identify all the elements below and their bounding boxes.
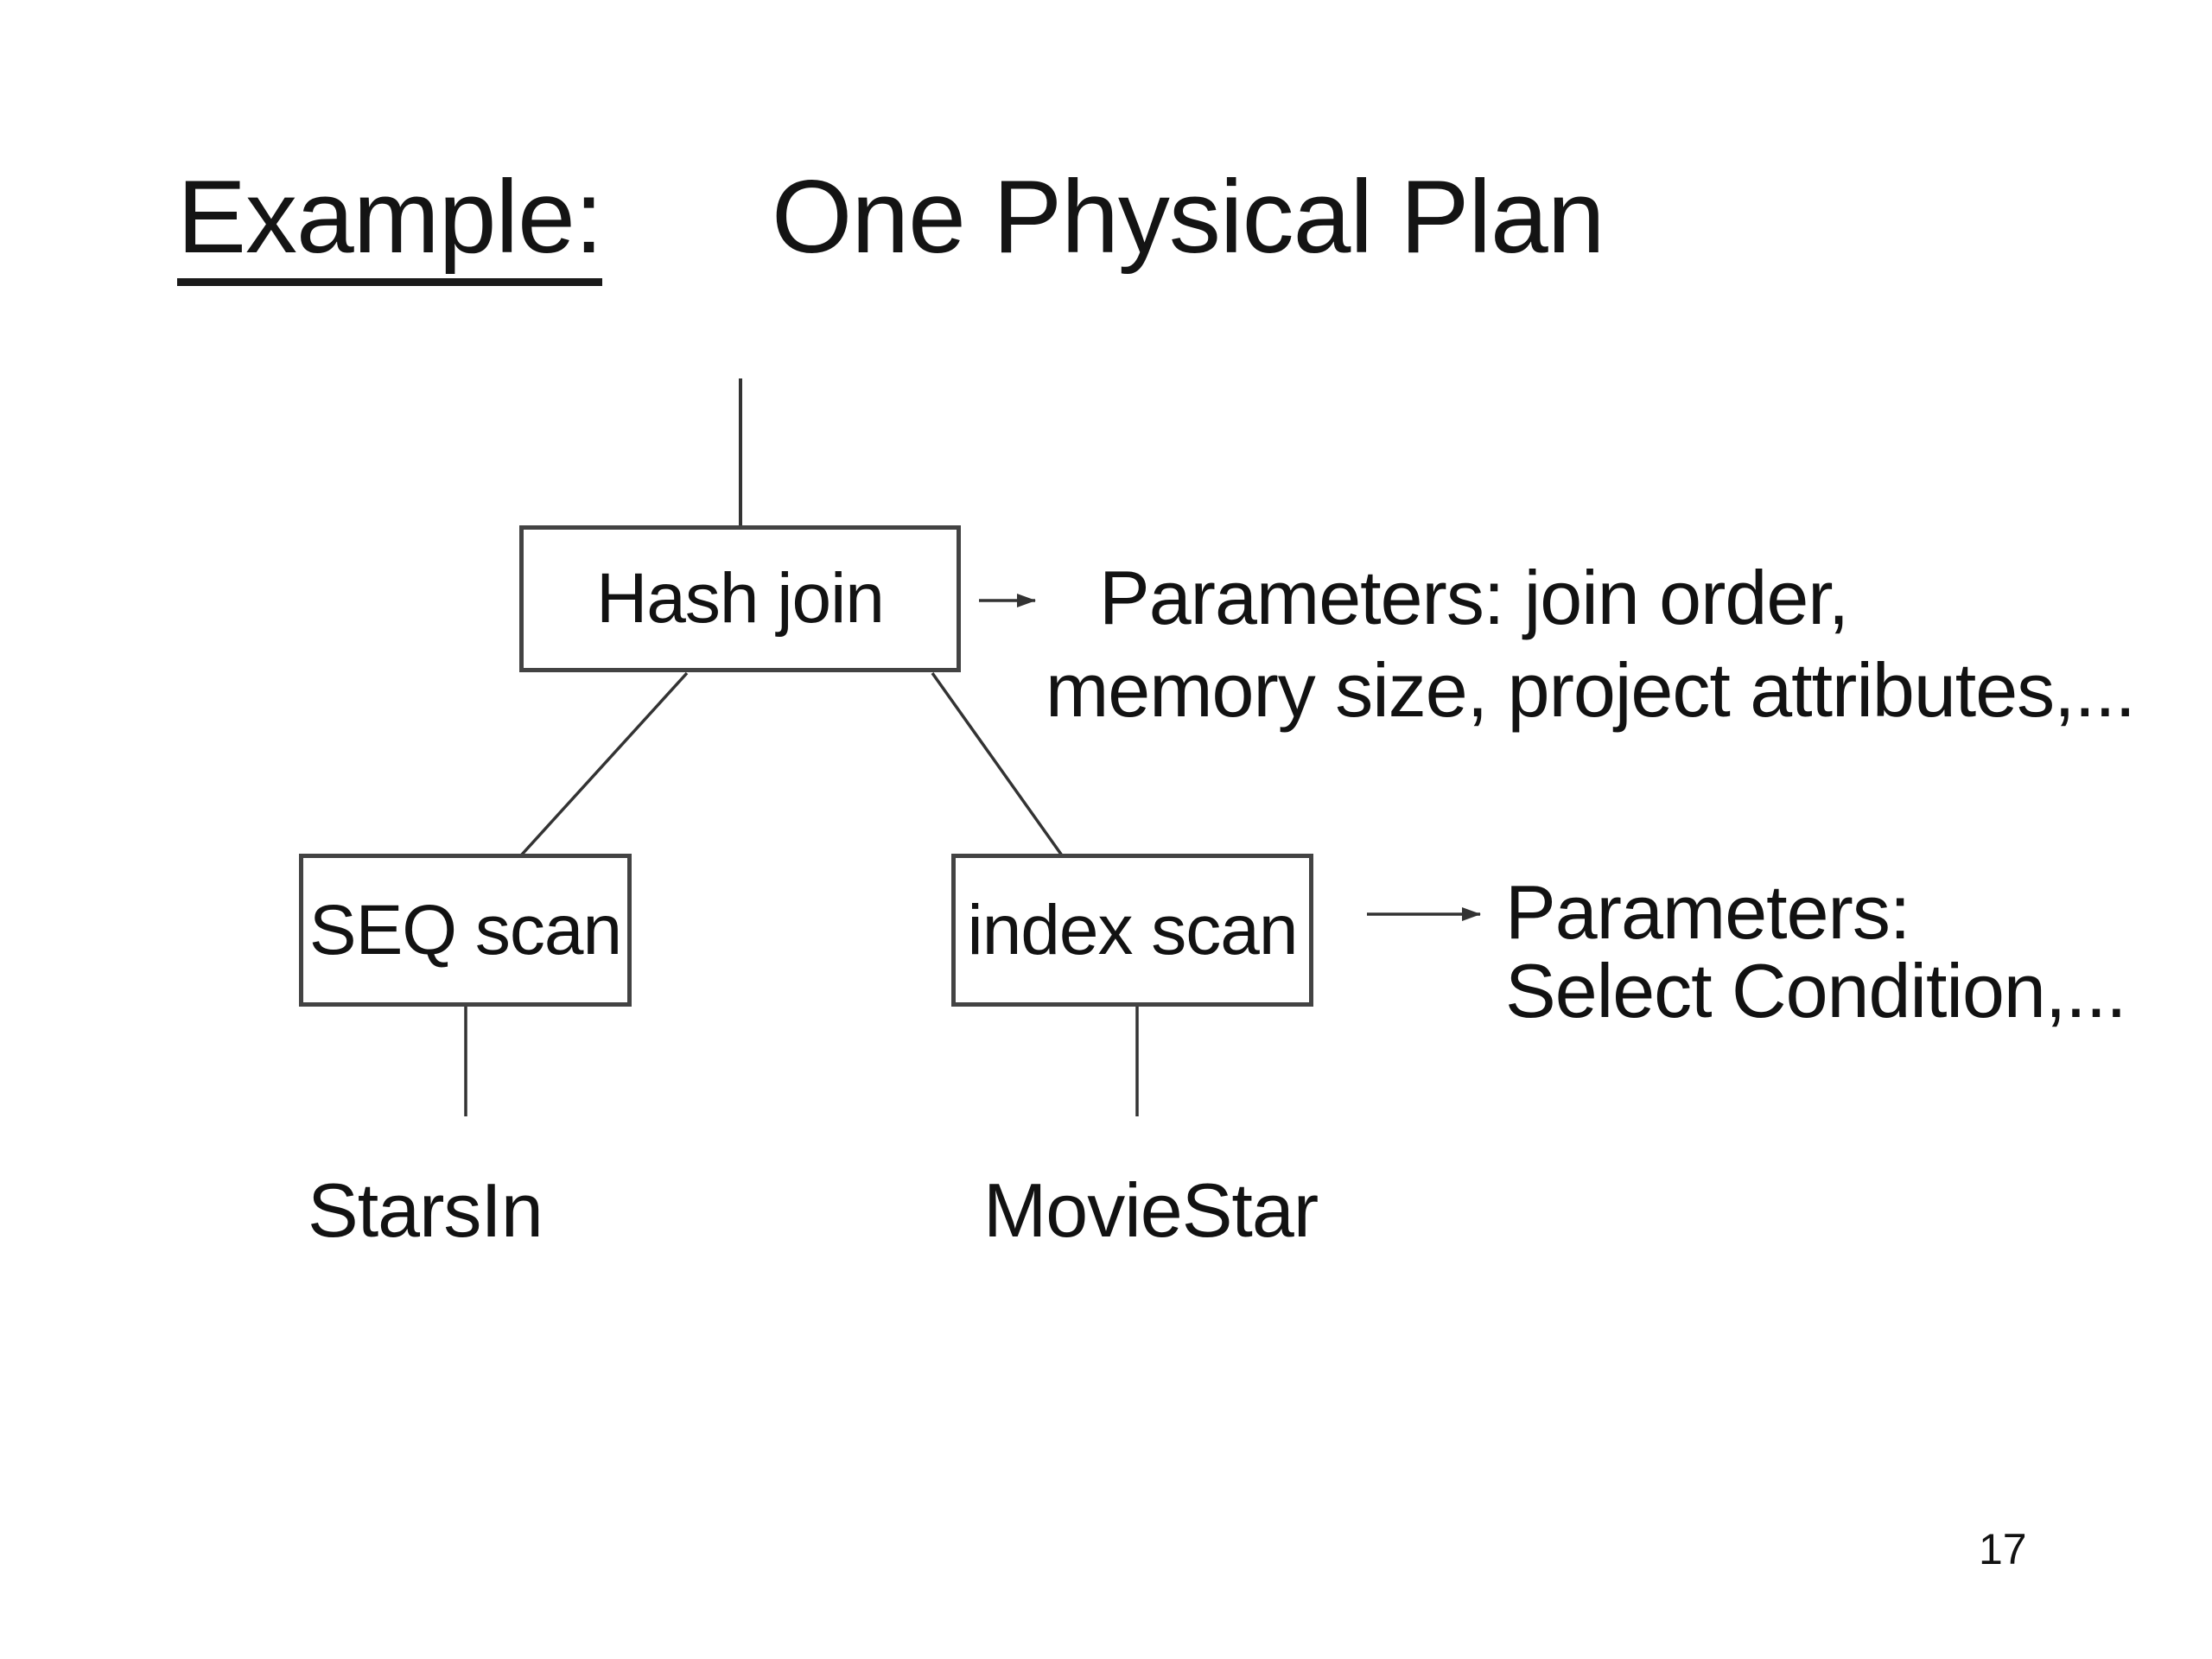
node-seq-scan-label: SEQ scan [308, 890, 622, 969]
node-seq-scan: SEQ scan [299, 854, 632, 1007]
index-scan-parameters-line2: Select Condition,... [1505, 948, 2127, 1033]
edge-hash-join-to-index-scan [931, 671, 1064, 857]
page-title-underlined: Example: [177, 157, 603, 286]
page-number: 17 [1979, 1525, 2027, 1573]
table-label-starsin: StarsIn [308, 1167, 543, 1253]
node-index-scan-label: index scan [967, 890, 1298, 969]
edge-hash-join-to-seq-scan [519, 671, 689, 857]
hash-join-parameters-line1: Parameters: join order, [1099, 555, 1849, 640]
node-hash-join: Hash join [519, 525, 961, 672]
node-hash-join-label: Hash join [596, 559, 885, 638]
node-index-scan: index scan [951, 854, 1313, 1007]
table-label-moviestar: MovieStar [983, 1167, 1319, 1253]
index-scan-parameters-line1: Parameters: [1505, 869, 1910, 955]
hash-join-parameters-line2: memory size, project attributes,... [1046, 647, 2136, 733]
page-title-main: One Physical Plan [772, 159, 1605, 275]
